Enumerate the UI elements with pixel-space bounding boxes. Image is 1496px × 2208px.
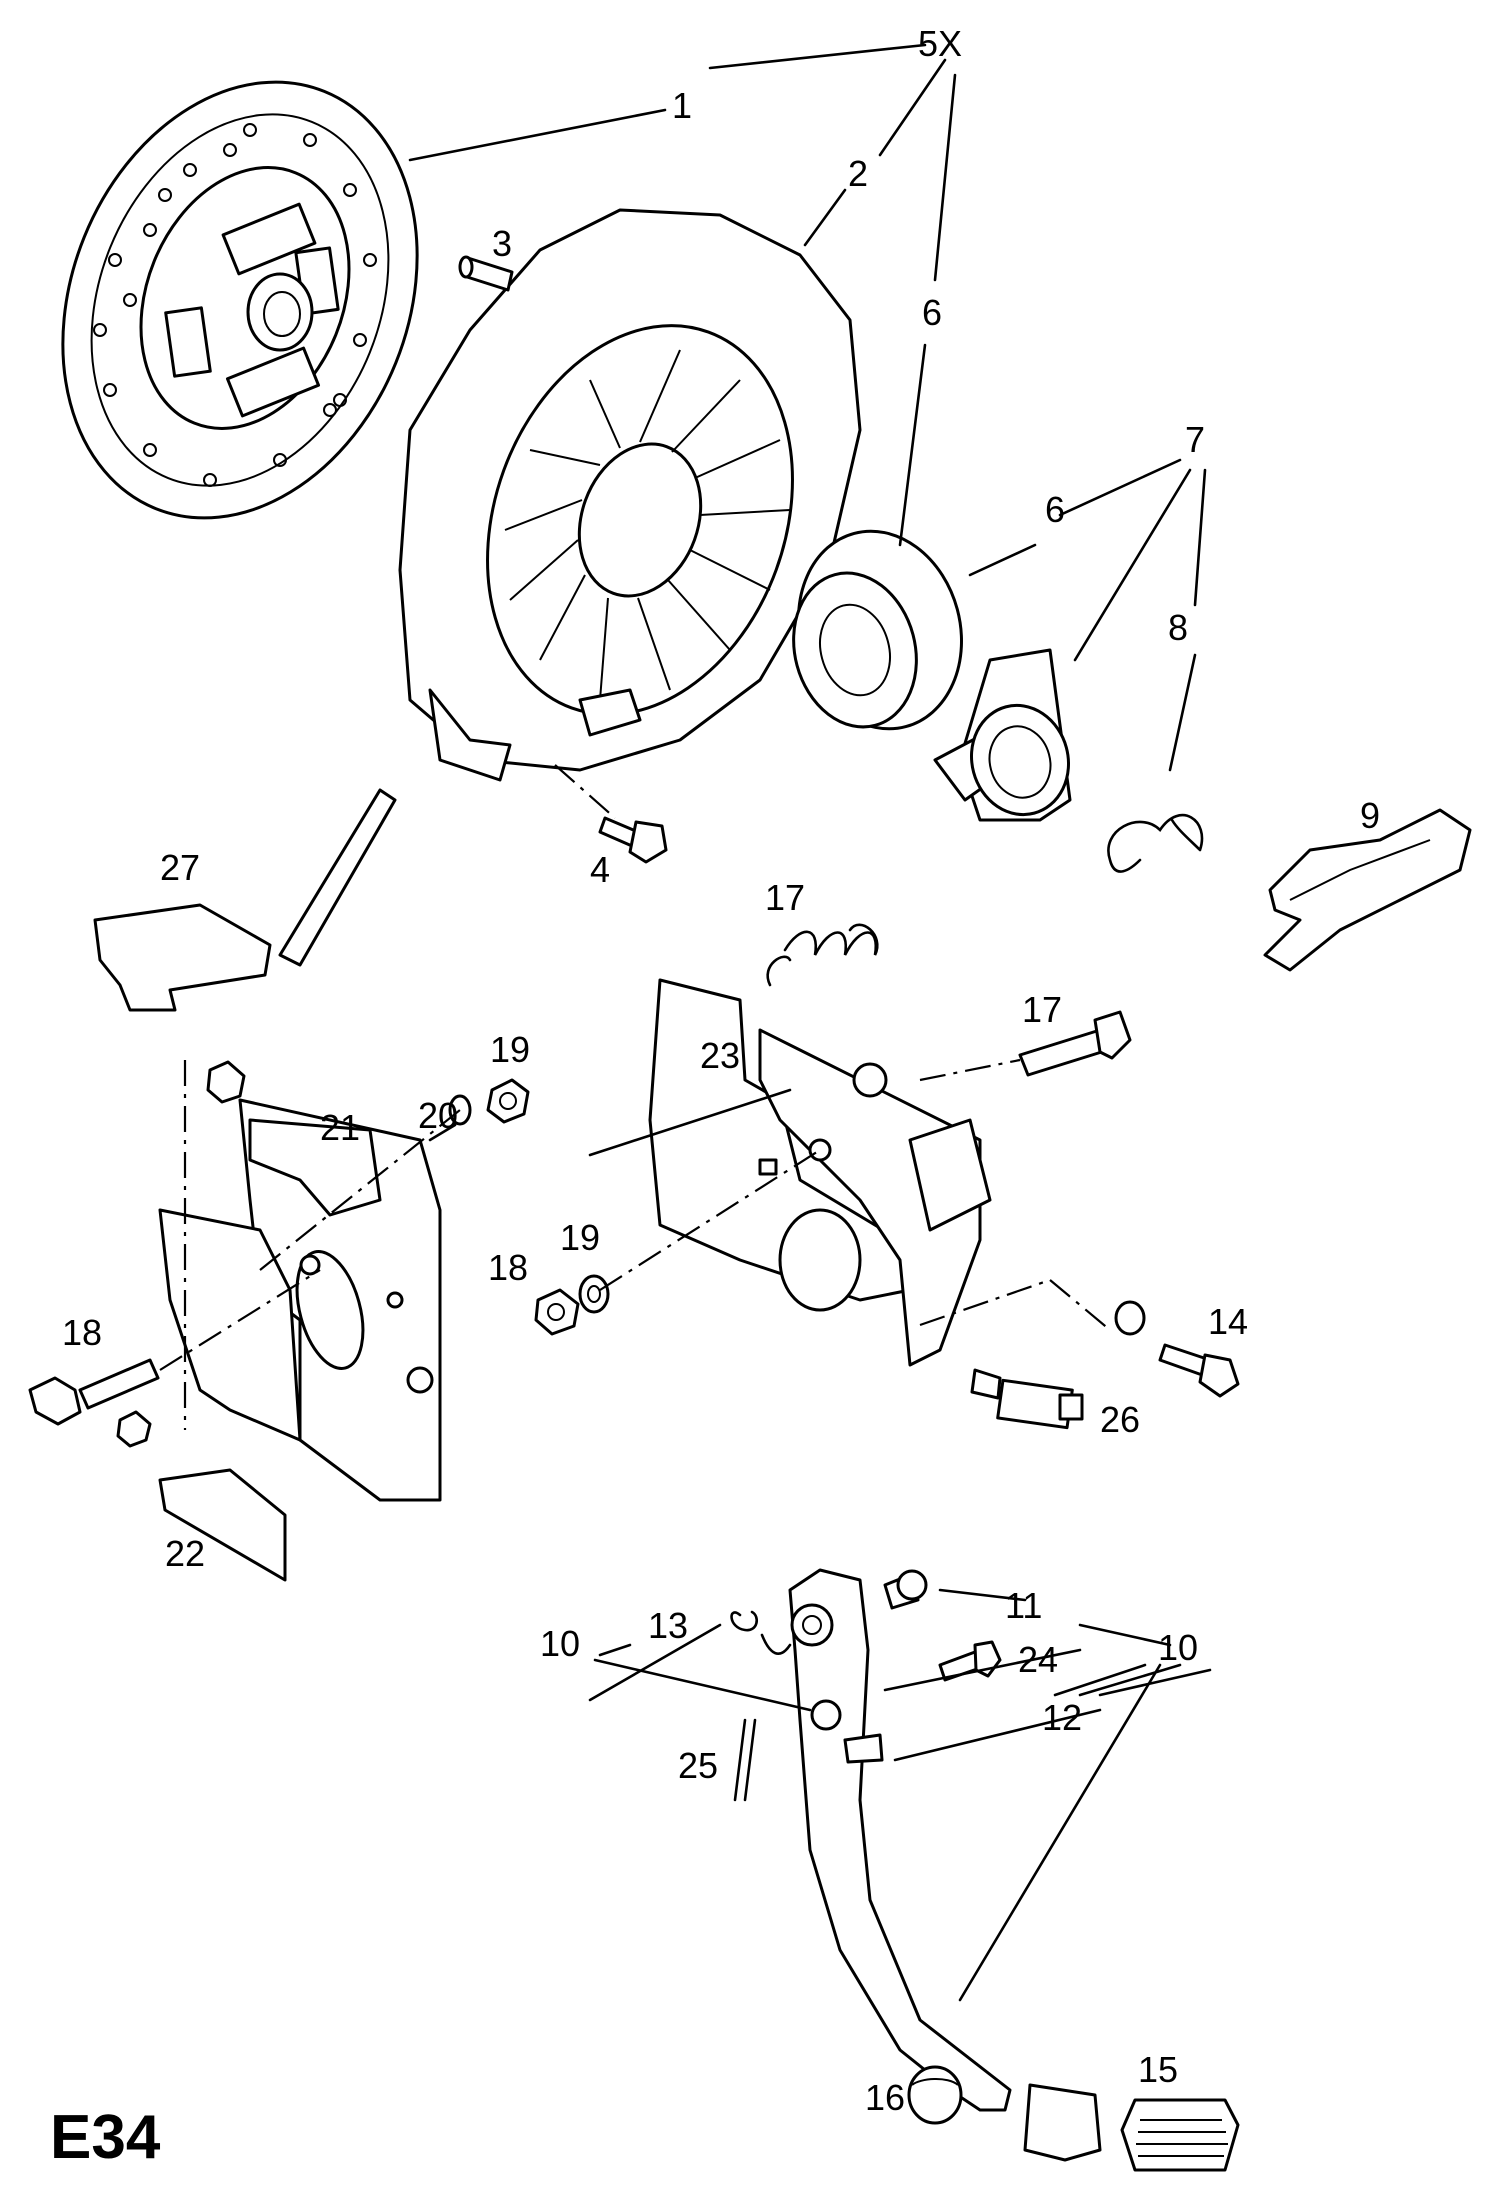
callout-17-spring: 17: [765, 877, 805, 918]
part-bolt-4: [598, 816, 668, 864]
callout-16: 16: [865, 2077, 905, 2118]
callout-18-mid: 18: [488, 1247, 528, 1288]
part-release-bearing: [792, 529, 963, 731]
callout-12: 12: [1042, 1697, 1082, 1738]
callout-26: 26: [1100, 1399, 1140, 1440]
part-pad-22: [158, 1468, 287, 1582]
callout-18-left: 18: [62, 1312, 102, 1353]
callout-22: 22: [165, 1533, 205, 1574]
callout-11: 11: [1005, 1585, 1042, 1626]
part-washer-19-mid: [578, 1274, 610, 1314]
callout-13: 13: [648, 1605, 688, 1646]
part-shoulder-bolt: [1018, 1010, 1132, 1077]
part-pin-25: [733, 1718, 757, 1802]
part-bracket-plate: [93, 788, 397, 1012]
part-bolt-24: [938, 1640, 1002, 1682]
part-return-spring: [766, 923, 879, 987]
part-circlip-13: [730, 1610, 792, 1655]
part-bushing-16: [907, 2065, 963, 2125]
callout-3: 3: [492, 223, 512, 264]
callout-21: 21: [320, 1107, 360, 1148]
callout-2: 2: [848, 153, 868, 194]
callout-7: 7: [1185, 419, 1205, 460]
part-release-fork: [1263, 808, 1472, 972]
part-spring-clip: [1107, 813, 1204, 873]
part-nut-18-mid: [534, 1288, 580, 1336]
leader-lines: [408, 43, 1212, 2002]
part-switch-26: [970, 1368, 1084, 1430]
callout-6-lower: 6: [1045, 489, 1065, 530]
callout-6-upper: 6: [922, 292, 942, 333]
part-small-nut-left: [116, 1410, 152, 1448]
part-nut-19-upper: [486, 1078, 530, 1124]
centre-lines: [159, 764, 1111, 1430]
callout-8: 8: [1168, 607, 1188, 648]
callout-1: 1: [672, 85, 692, 126]
callout-19-mid: 19: [560, 1217, 600, 1258]
diagram-code: E34: [50, 2103, 161, 2172]
callout-27: 27: [160, 847, 200, 888]
callout-9: 9: [1360, 795, 1380, 836]
part-bolt-18: [28, 1358, 160, 1426]
part-pressure-plate: [398, 208, 862, 782]
callout-19-upper: 19: [490, 1029, 530, 1070]
part-nut-14: [1114, 1300, 1146, 1336]
callout-25: 25: [678, 1745, 718, 1786]
callout-14: 14: [1208, 1301, 1248, 1342]
part-clutch-disc: [61, 80, 419, 520]
part-guide-sleeve: [933, 648, 1072, 822]
part-lower-bracket: [158, 1098, 442, 1502]
part-dowel-pin: [458, 255, 514, 292]
callout-17-bolt: 17: [1022, 989, 1062, 1030]
callout-labels: 1 5X 2 3 6 6 7 8 9 4 27 17 17 23 21 20 1…: [50, 23, 1380, 2172]
callout-20: 20: [418, 1095, 458, 1136]
callout-10-left: 10: [540, 1623, 580, 1664]
part-pedal-pad-15: [1120, 2098, 1240, 2172]
part-nut-top-left: [206, 1060, 246, 1104]
part-clutch-pedal: [788, 1568, 1102, 2162]
callout-5x: 5X: [918, 23, 962, 64]
callout-23: 23: [700, 1035, 740, 1076]
callout-10-right: 10: [1158, 1627, 1198, 1668]
callout-24: 24: [1018, 1639, 1058, 1680]
part-pedal-bracket: [648, 978, 992, 1367]
callout-4: 4: [590, 849, 610, 890]
part-washer-20: [448, 1094, 472, 1126]
part-bolt-14: [1158, 1343, 1240, 1398]
callout-15: 15: [1138, 2049, 1178, 2090]
